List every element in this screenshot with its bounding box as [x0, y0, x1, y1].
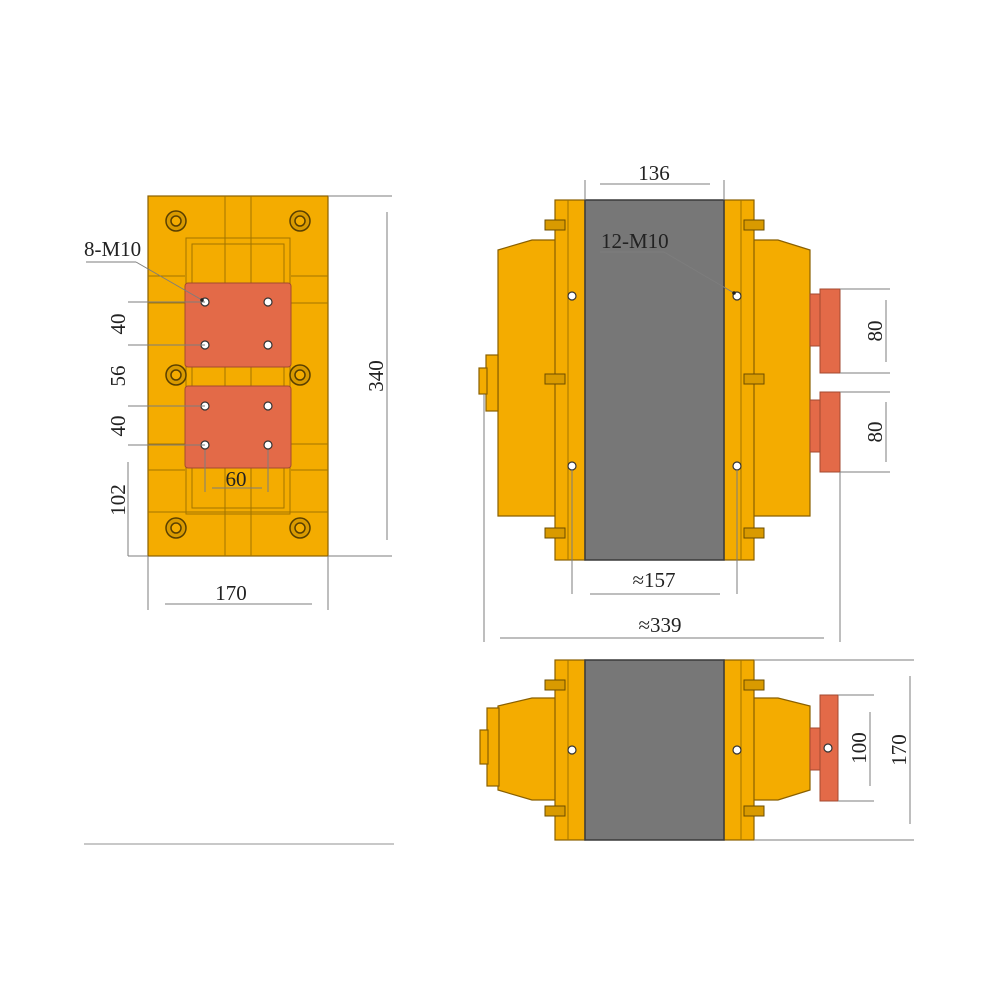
front-dimensions [86, 195, 392, 610]
front-corner-bolts [165, 210, 311, 539]
side-dimensions [483, 180, 890, 642]
hole-icon [263, 401, 273, 411]
front-dim-bottom-offset: 102 [106, 484, 130, 516]
front-dim-hole-spacing: 60 [226, 467, 247, 491]
hole-icon [567, 291, 577, 301]
side-dim-terminal-bottom: 80 [863, 422, 887, 443]
bolt-icon [170, 369, 182, 381]
hole-icon [263, 440, 273, 450]
top-dim-terminal: 100 [847, 732, 871, 764]
hole-icon [567, 745, 577, 755]
top-left-boss [486, 707, 500, 787]
stud-icon [544, 679, 566, 691]
front-view: 8-M10 170 340 40 56 40 102 60 [84, 195, 392, 610]
front-dim-width: 170 [215, 581, 247, 605]
top-studs [544, 679, 765, 817]
stud-icon [743, 527, 765, 539]
bolt-icon [294, 522, 306, 534]
stud-icon [544, 527, 566, 539]
side-view: 136 12-M10 ≈157 ≈339 80 80 [478, 161, 890, 642]
hole-icon [263, 340, 273, 350]
stud-icon [743, 805, 765, 817]
bolt-icon [170, 215, 182, 227]
stud-icon [544, 373, 566, 385]
side-left-boss [485, 354, 499, 412]
side-dim-core-width: 136 [638, 161, 670, 185]
side-dim-approx-overall: ≈339 [638, 613, 681, 637]
hole-icon [732, 745, 742, 755]
stud-icon [544, 805, 566, 817]
side-terminal-bottom [809, 391, 841, 473]
top-left-knob [479, 729, 489, 765]
leader-dot [732, 291, 736, 295]
leader-dot [200, 298, 204, 302]
stud-icon [544, 219, 566, 231]
hole-icon [263, 297, 273, 307]
bolt-icon [294, 215, 306, 227]
stud-icon [743, 373, 765, 385]
side-studs [544, 219, 765, 539]
side-core [584, 199, 725, 561]
stud-icon [743, 219, 765, 231]
bolt-icon [170, 522, 182, 534]
front-copper-plate-bottom [184, 385, 292, 469]
side-hole-callout: 12-M10 [601, 229, 669, 253]
front-dim-hole-pitch-top: 40 [106, 314, 130, 335]
top-view: 100 170 [479, 659, 914, 841]
top-dim-height: 170 [887, 734, 911, 766]
hole-icon [567, 461, 577, 471]
top-dimensions [754, 659, 914, 841]
top-terminal [809, 694, 839, 802]
side-terminal-top [809, 288, 841, 374]
front-window-outline [191, 243, 285, 509]
stud-icon [743, 679, 765, 691]
side-dim-approx-inner: ≈157 [632, 568, 675, 592]
hole-icon [823, 743, 833, 753]
front-copper-plate-top [184, 282, 292, 368]
top-core [584, 659, 725, 841]
front-hole-callout: 8-M10 [84, 237, 141, 261]
side-left-knob [478, 367, 488, 395]
side-dim-terminal-top: 80 [863, 321, 887, 342]
front-dim-height: 340 [364, 360, 388, 392]
bolt-icon [294, 369, 306, 381]
hole-icon [732, 461, 742, 471]
front-dim-hole-pitch-bottom: 40 [106, 416, 130, 437]
front-dim-gap: 56 [106, 366, 130, 387]
